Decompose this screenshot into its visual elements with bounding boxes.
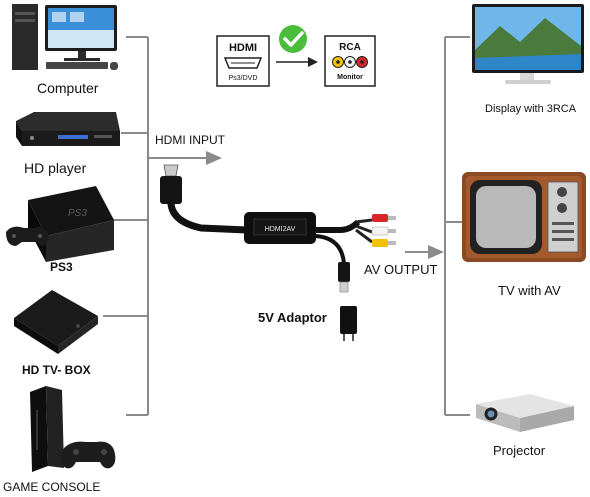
label-ps3: PS3 xyxy=(50,260,73,274)
rca-cable xyxy=(316,214,396,247)
display-icon xyxy=(472,4,584,84)
label-game-console: GAME CONSOLE xyxy=(3,480,101,494)
converter-label: HDMI2AV xyxy=(265,226,296,233)
game-console-icon xyxy=(30,386,116,472)
rca-target-box xyxy=(324,35,376,87)
source-bracket xyxy=(103,36,149,416)
label-projector: Projector xyxy=(493,443,546,458)
hdmi-cable xyxy=(160,164,251,234)
projector-icon xyxy=(476,394,574,432)
usb-cable xyxy=(315,234,350,293)
label-av-output: AV OUTPUT xyxy=(364,262,438,277)
hdmi-source-box xyxy=(216,35,270,87)
label-tv: TV with AV xyxy=(498,283,561,298)
label-5v-adaptor: 5V Adaptor xyxy=(258,310,327,325)
hdmi-box-subtitle: Ps3/DVD xyxy=(229,75,258,82)
hdmi-input-arrow xyxy=(148,151,222,165)
ps3-icon: PS3 xyxy=(6,186,114,262)
output-bracket xyxy=(444,36,470,416)
svg-text:PS3: PS3 xyxy=(68,208,87,219)
rca-box-title: RCA xyxy=(339,42,361,53)
convert-arrow xyxy=(276,57,318,67)
label-display: Display with 3RCA xyxy=(485,103,577,115)
label-computer: Computer xyxy=(37,80,99,96)
checkmark-icon xyxy=(279,25,307,53)
hdmi-box-title: HDMI xyxy=(229,42,257,54)
hdmi2av-converter xyxy=(244,212,316,244)
rca-box-subtitle: Monitor xyxy=(337,74,363,81)
label-hdmi-input: HDMI INPUT xyxy=(155,133,225,147)
tv-box-icon xyxy=(14,290,98,354)
computer-icon xyxy=(12,4,118,70)
power-adaptor-icon xyxy=(340,306,357,341)
hd-player-icon xyxy=(16,112,120,146)
av-output-arrow xyxy=(405,245,444,259)
label-tv-box: HD TV- BOX xyxy=(22,363,91,377)
label-hd-player: HD player xyxy=(24,160,87,176)
tv-icon xyxy=(462,172,586,262)
